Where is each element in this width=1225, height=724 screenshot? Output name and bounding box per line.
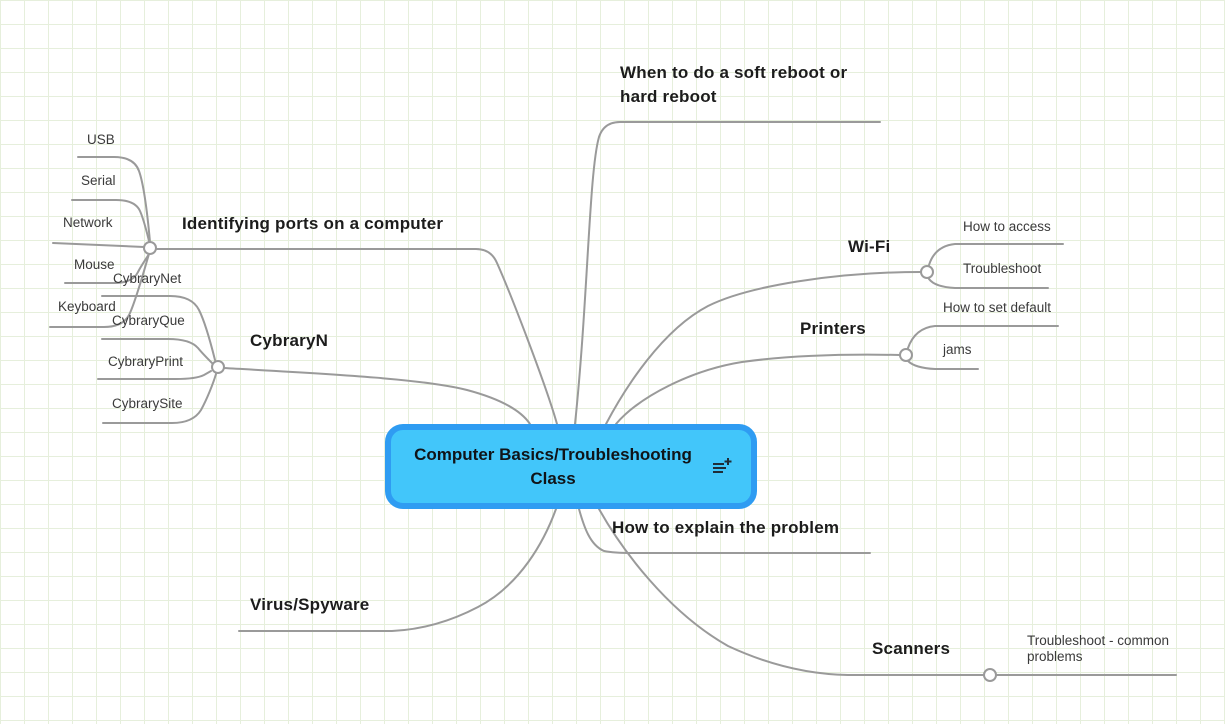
connector-reboot (574, 121, 881, 425)
child-label-mouse[interactable]: Mouse (74, 257, 115, 272)
connector-explain (578, 508, 871, 554)
branch-label-scanners[interactable]: Scanners (872, 639, 951, 658)
child-label-how-to-access[interactable]: How to access (963, 219, 1051, 234)
add-items-icon[interactable] (712, 457, 732, 477)
branch-handle-ports[interactable] (143, 241, 157, 255)
branch-handle-wifi[interactable] (920, 265, 934, 279)
root-title: Computer Basics/Troubleshooting Class (414, 444, 692, 488)
child-label-cybrarynet[interactable]: CybraryNet (113, 271, 182, 286)
branch-label-wifi[interactable]: Wi-Fi (848, 237, 891, 256)
connector-cybraryn (223, 367, 531, 425)
connector-cybrarynet (101, 295, 216, 361)
branch-label-reboot[interactable]: When to do a soft reboot or hard reboot (620, 63, 848, 106)
branch-label-virus[interactable]: Virus/Spyware (250, 595, 370, 614)
connector-ports (155, 248, 558, 425)
child-label-how-to-set-default[interactable]: How to set default (943, 300, 1052, 315)
branch-label-ports[interactable]: Identifying ports on a computer (182, 214, 444, 233)
child-label-troubleshoot-common-problems[interactable]: Troubleshoot - common problems (1027, 633, 1170, 664)
branch-label-cybraryn[interactable]: CybraryN (250, 331, 329, 350)
connector-keyboard (49, 253, 150, 328)
child-label-network[interactable]: Network (63, 215, 113, 230)
branch-handle-scanners[interactable] (983, 668, 997, 682)
child-label-cybraryprint[interactable]: CybraryPrint (108, 354, 184, 369)
connector-how-to-access (928, 243, 1064, 266)
connector-virus (238, 508, 557, 632)
branch-handle-printers[interactable] (899, 348, 913, 362)
child-label-troubleshoot[interactable]: Troubleshoot (963, 261, 1042, 276)
child-label-keyboard[interactable]: Keyboard (58, 299, 116, 314)
child-label-jams[interactable]: jams (943, 342, 972, 357)
child-label-cybraryque[interactable]: CybraryQue (112, 313, 185, 328)
connector-usb (77, 156, 151, 243)
child-label-usb[interactable]: USB (87, 132, 115, 147)
branch-label-printers[interactable]: Printers (800, 319, 866, 338)
connector-jams (907, 360, 979, 370)
child-label-cybrarysite[interactable]: CybrarySite (112, 396, 183, 411)
connector-scanners (598, 508, 985, 676)
connector-how-to-set-default (907, 325, 1059, 349)
root-node[interactable]: Computer Basics/Troubleshooting Class (385, 424, 757, 509)
connector-wifi (605, 271, 922, 425)
connector-network (52, 242, 145, 248)
connector-troubleshoot (928, 278, 1049, 289)
branch-handle-cybraryn[interactable] (211, 360, 225, 374)
connector-cybraryque (101, 338, 213, 364)
connector-mouse (64, 253, 150, 284)
connector-cybraryprint (97, 370, 212, 380)
connector-serial (71, 199, 150, 242)
branch-label-explain[interactable]: How to explain the problem (612, 518, 840, 537)
connector-cybrarysite (102, 373, 217, 424)
child-label-serial[interactable]: Serial (81, 173, 116, 188)
connector-printers (615, 353, 901, 425)
